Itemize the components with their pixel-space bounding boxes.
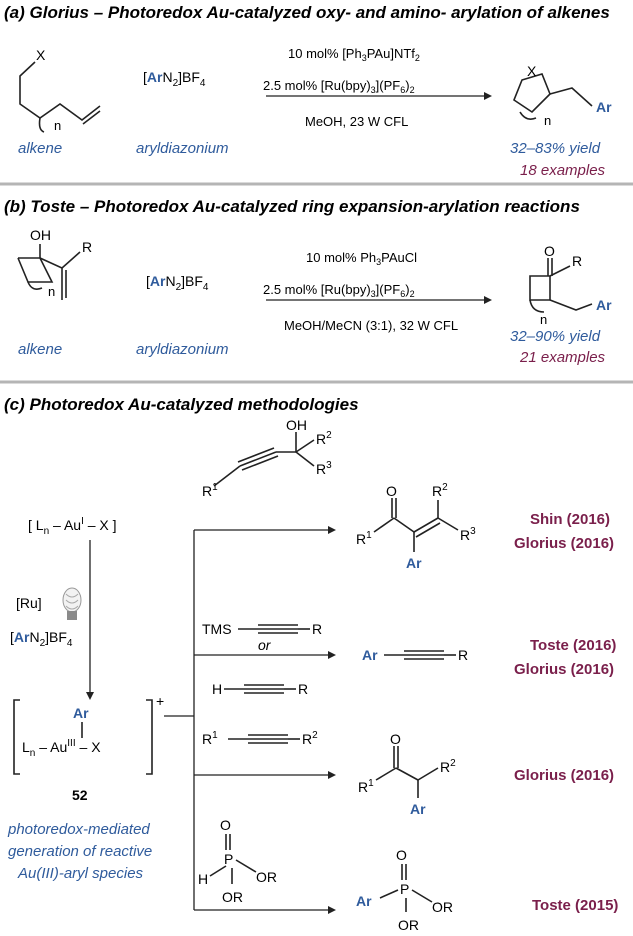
panel-b-product-structure: O R Ar n: [529, 243, 612, 327]
panel-b-aryldiazonium: [ArN2]BF4: [146, 273, 209, 293]
panel-a: (a) Glorius – Photoredox Au-catalyzed ox…: [4, 3, 612, 179]
panel-b-r: R: [82, 239, 92, 255]
panel-c-branch-3: R1 R2 O R1 R2 Ar Glorius (2016): [194, 730, 614, 817]
svg-text:R2: R2: [302, 730, 318, 747]
panel-a-condition-2: 2.5 mol% [Ru(bpy)3](PF6)2: [263, 78, 415, 95]
light-bulb-icon: [62, 587, 82, 620]
panel-c-ref-2b: Glorius (2016): [514, 661, 614, 678]
panel-a-product-n: n: [544, 113, 551, 128]
panel-b-n: n: [48, 284, 55, 299]
panel-b-yield: 32–90% yield: [510, 328, 601, 345]
panel-b-condition-1: 10 mol% Ph3PAuCl: [306, 250, 417, 267]
panel-c: (c) Photoredox Au-catalyzed methodologie…: [4, 395, 618, 933]
svg-text:P: P: [400, 881, 409, 897]
panel-a-condition-3: MeOH, 23 W CFL: [305, 114, 408, 129]
panel-a-title: (a) Glorius – Photoredox Au-catalyzed ox…: [4, 3, 610, 22]
svg-text:R2: R2: [432, 482, 448, 499]
panel-c-catalyst-au-i: [ Ln – AuI – X ]: [28, 516, 117, 537]
panel-c-ref-1a: Shin (2016): [530, 511, 610, 528]
svg-text:OR: OR: [432, 899, 453, 915]
panel-c-branch-1: OH R1 R2 R3 O R1 Ar R2 R3 Shin (2016) Gl…: [194, 417, 614, 571]
panel-b-label-alkene: alkene: [18, 341, 62, 358]
svg-text:OR: OR: [222, 889, 243, 905]
panel-b-condition-3: MeOH/MeCN (3:1), 32 W CFL: [284, 318, 458, 333]
panel-b-product-o: O: [544, 243, 555, 259]
svg-text:R1: R1: [356, 530, 372, 547]
panel-b-examples: 21 examples: [519, 349, 606, 366]
panel-b-condition-2: 2.5 mol% [Ru(bpy)3](PF6)2: [263, 282, 415, 299]
panel-a-alkene-structure: X n: [19, 47, 101, 133]
panel-b-product-r: R: [572, 253, 582, 269]
svg-text:R2: R2: [440, 758, 456, 775]
panel-a-reagent-ar: Ar: [147, 69, 163, 85]
svg-text:[ArN2]BF4: [ArN2]BF4: [146, 273, 209, 293]
svg-text:R3: R3: [460, 526, 476, 543]
panel-c-branch-2: TMS R or H R Ar R Toste (2016) Glorius (…: [194, 621, 616, 697]
panel-b-product-ar: Ar: [596, 297, 612, 313]
panel-a-product-structure: X n Ar: [513, 63, 612, 128]
panel-a-label-aryldiazonium: aryldiazonium: [136, 140, 229, 157]
panel-c-compound-number: 52: [72, 787, 88, 803]
panel-b-oh: OH: [30, 227, 51, 243]
panel-c-ref-3: Glorius (2016): [514, 767, 614, 784]
svg-text:TMS: TMS: [202, 621, 232, 637]
panel-a-condition-1: 10 mol% [Ph3PAu]NTf2: [288, 46, 420, 63]
panel-a-label-alkene: alkene: [18, 140, 62, 157]
panel-a-alkene-n: n: [54, 118, 61, 133]
panel-c-ru: [Ru]: [16, 595, 42, 611]
panel-c-ref-1b: Glorius (2016): [514, 535, 614, 552]
svg-text:Ar: Ar: [362, 647, 378, 663]
svg-text:R1: R1: [358, 778, 374, 795]
panel-c-title: (c) Photoredox Au-catalyzed methodologie…: [4, 395, 359, 414]
panel-c-caption-line-1: photoredox-mediated: [7, 821, 150, 838]
svg-text:H: H: [212, 681, 222, 697]
svg-text:O: O: [390, 731, 401, 747]
panel-b-alkene-structure: OH R n: [17, 227, 92, 300]
panel-c-aryldiazonium: [ArN2]BF4: [10, 629, 73, 649]
svg-text:R1: R1: [202, 482, 218, 499]
panel-c-intermediate-ar: Ar: [73, 705, 89, 721]
svg-text:[ArN2]BF4: [ArN2]BF4: [143, 69, 206, 89]
svg-text:R: R: [298, 681, 308, 697]
panel-c-branch-4: O P H OR OR O P Ar OR OR Toste (2015): [194, 817, 618, 933]
svg-text:R1: R1: [202, 730, 218, 747]
svg-text:OH: OH: [286, 417, 307, 433]
panel-a-alkene-x: X: [36, 47, 46, 63]
svg-text:R: R: [312, 621, 322, 637]
svg-text:O: O: [220, 817, 231, 833]
panel-c-ref-2a: Toste (2016): [530, 637, 616, 654]
panel-a-aryldiazonium: [ArN2]BF4: [143, 69, 206, 89]
panel-b-reagent-ar: Ar: [150, 273, 166, 289]
panel-b: (b) Toste – Photoredox Au-catalyzed ring…: [4, 197, 612, 366]
svg-text:O: O: [396, 847, 407, 863]
svg-text:R: R: [458, 647, 468, 663]
svg-text:Ar: Ar: [356, 893, 372, 909]
panel-b-title: (b) Toste – Photoredox Au-catalyzed ring…: [4, 197, 580, 216]
svg-text:P: P: [224, 851, 233, 867]
panel-c-ref-4: Toste (2015): [532, 897, 618, 914]
panel-a-examples: 18 examples: [520, 162, 606, 179]
panel-b-label-aryldiazonium: aryldiazonium: [136, 341, 229, 358]
svg-text:OR: OR: [256, 869, 277, 885]
svg-text:OR: OR: [398, 917, 419, 933]
panel-a-yield: 32–83% yield: [510, 140, 601, 157]
svg-text:Ln – AuIII – X: Ln – AuIII – X: [22, 738, 101, 759]
svg-text:Ar: Ar: [406, 555, 422, 571]
svg-text:O: O: [386, 483, 397, 499]
svg-text:Ar: Ar: [410, 801, 426, 817]
panel-a-product-x: X: [527, 63, 537, 79]
svg-text:R3: R3: [316, 460, 332, 477]
svg-text:or: or: [258, 637, 272, 653]
panel-c-caption-line-3: Au(III)-aryl species: [17, 865, 144, 882]
panel-c-caption-line-2: generation of reactive: [8, 843, 152, 860]
svg-text:H: H: [198, 871, 208, 887]
panel-c-intermediate-charge: +: [156, 693, 164, 709]
panel-b-product-n: n: [540, 312, 547, 327]
panel-a-product-ar: Ar: [596, 99, 612, 115]
svg-text:R2: R2: [316, 430, 332, 447]
panel-c-au-iii-intermediate: Ar Ln – AuIII – X + 52: [13, 693, 164, 803]
